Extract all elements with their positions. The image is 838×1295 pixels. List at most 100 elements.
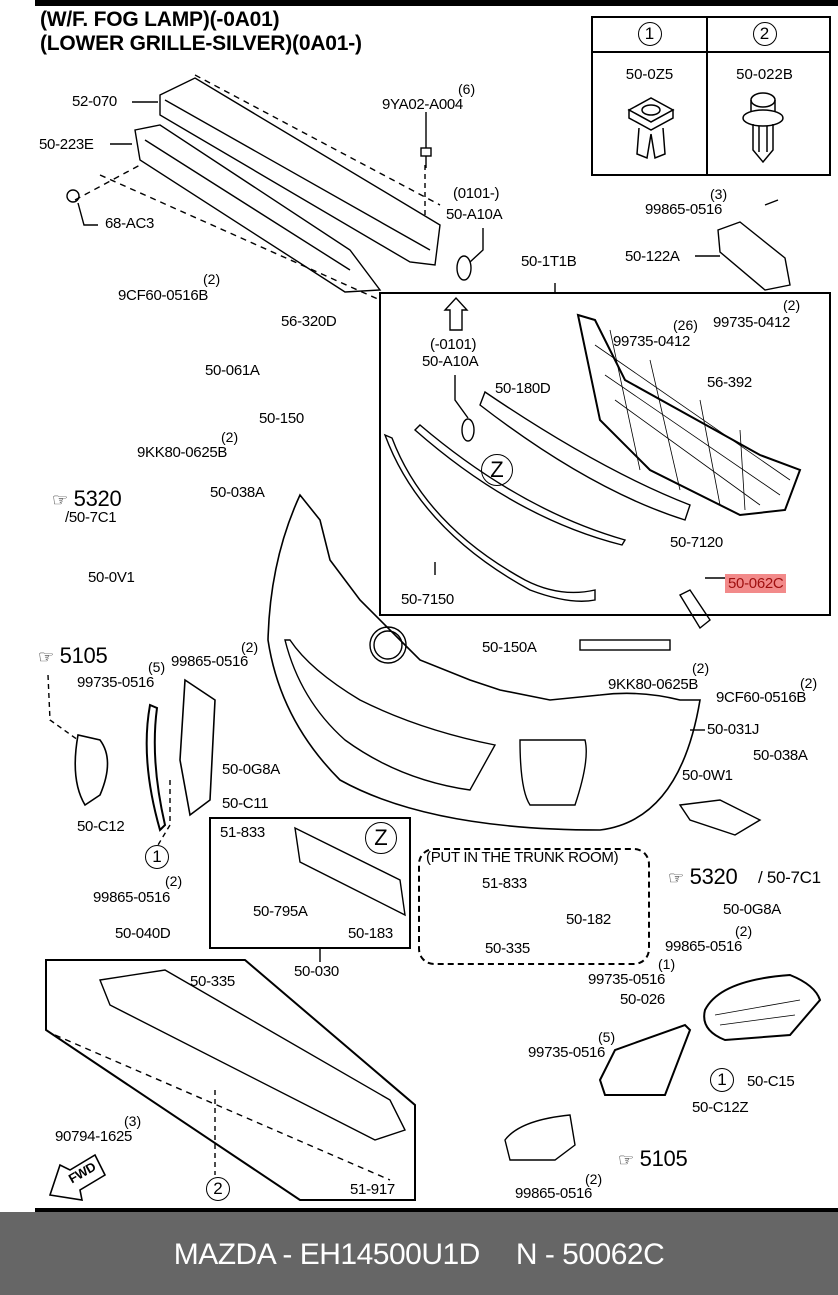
callout-99735-0516-r1[interactable]: 99735-0516 bbox=[588, 971, 666, 988]
qty-99735-0412-a: (26) bbox=[673, 317, 698, 333]
ref-5320-right[interactable]: ☞ 5320 bbox=[668, 864, 738, 889]
legend-number-2: 2 bbox=[752, 22, 777, 46]
clip-marker-1-left[interactable]: 1 bbox=[145, 845, 169, 869]
callout-50-0g8a-right[interactable]: 50-0G8A bbox=[723, 901, 781, 918]
callout-50-062c-highlighted[interactable]: 50-062C bbox=[725, 574, 787, 593]
callout-99865-0516-bottom[interactable]: 99865-0516 bbox=[515, 1185, 593, 1202]
callout-50-7120[interactable]: 50-7120 bbox=[670, 534, 723, 551]
callout-90794-1625[interactable]: 90794-1625 bbox=[55, 1128, 133, 1145]
ref-5105-right[interactable]: ☞ 5105 bbox=[618, 1148, 688, 1171]
callout-50-795a[interactable]: 50-795A bbox=[253, 903, 308, 920]
qty-99865-bottom: (2) bbox=[585, 1171, 603, 1187]
callout-50-a10a-inner[interactable]: 50-A10A bbox=[422, 353, 479, 370]
callout-51-917[interactable]: 51-917 bbox=[350, 1181, 395, 1198]
callout-50-030[interactable]: 50-030 bbox=[294, 963, 339, 980]
footer-part-number: N - 50062C bbox=[515, 1238, 665, 1271]
ref-5320-left-text: 5320 bbox=[73, 486, 122, 511]
detail-marker-z-grille[interactable]: Z bbox=[481, 454, 513, 486]
callout-99735-0412-a[interactable]: 99735-0412 bbox=[613, 333, 691, 350]
callout-50-150a[interactable]: 50-150A bbox=[482, 639, 537, 656]
qty-99865-right: (2) bbox=[735, 923, 753, 939]
callout-99735-0516-r5[interactable]: 99735-0516 bbox=[528, 1044, 606, 1061]
callout-9ya02-a004[interactable]: 9YA02-A004 bbox=[382, 96, 463, 113]
trunk-room-note: (PUT IN THE TRUNK ROOM) bbox=[426, 849, 619, 866]
qty-9kk80-left: (2) bbox=[221, 429, 239, 445]
callout-50-c15[interactable]: 50-C15 bbox=[747, 1073, 795, 1090]
callout-50-180d[interactable]: 50-180D bbox=[495, 380, 551, 397]
ref-5320-right-text: 5320 bbox=[689, 864, 738, 889]
callout-99735-0412-b[interactable]: 99735-0412 bbox=[713, 314, 791, 331]
qty-90794: (3) bbox=[124, 1113, 142, 1129]
callout-50-7150[interactable]: 50-7150 bbox=[401, 591, 454, 608]
detail-marker-z-plate[interactable]: Z bbox=[365, 822, 397, 854]
callout-99865-0516-lowleft[interactable]: 99865-0516 bbox=[93, 889, 171, 906]
qty-99865-top: (3) bbox=[710, 186, 728, 202]
footer-brand-code: MAZDA - EH14500U1D bbox=[173, 1238, 481, 1271]
qty-99735-0412-b: (2) bbox=[783, 297, 801, 313]
parts-diagram: (W/F. FOG LAMP)(-0A01) (LOWER GRILLE-SIL… bbox=[35, 0, 838, 1212]
legend-number-1: 1 bbox=[637, 22, 662, 46]
qty-9cf60-left: (2) bbox=[203, 271, 221, 287]
callout-50-040d[interactable]: 50-040D bbox=[115, 925, 171, 942]
ref-50-7c1-right[interactable]: / 50-7C1 bbox=[758, 868, 821, 887]
line-art bbox=[35, 74, 838, 1212]
callout-50-122a[interactable]: 50-122A bbox=[625, 248, 680, 265]
callout-50-150[interactable]: 50-150 bbox=[259, 410, 304, 427]
callout-50-031j[interactable]: 50-031J bbox=[707, 721, 760, 738]
pointing-hand-icon: ☞ bbox=[38, 647, 54, 667]
callout-50-223e[interactable]: 50-223E bbox=[39, 136, 94, 153]
callout-50-0w1[interactable]: 50-0W1 bbox=[682, 767, 733, 784]
footer-caption-bar: MAZDA - EH14500U1D N - 50062C bbox=[0, 1212, 838, 1295]
callout-68-ac3[interactable]: 68-AC3 bbox=[105, 215, 155, 232]
legend-part-1: 50-0Z5 bbox=[625, 66, 674, 83]
callout-50-c12[interactable]: 50-C12 bbox=[77, 818, 125, 835]
pointing-hand-icon: ☞ bbox=[52, 490, 68, 510]
trunk-room-panel bbox=[418, 848, 650, 965]
qty-9kk80-right: (2) bbox=[692, 660, 710, 676]
clip-marker-2-bottom[interactable]: 2 bbox=[206, 1177, 230, 1201]
callout-50-1t1b[interactable]: 50-1T1B bbox=[521, 253, 577, 270]
callout-50-183[interactable]: 50-183 bbox=[348, 925, 393, 942]
ref-5320-left[interactable]: ☞ 5320 bbox=[52, 486, 122, 511]
callout-51-833-trunk[interactable]: 51-833 bbox=[482, 875, 527, 892]
header-line-1: (W/F. FOG LAMP)(-0A01) bbox=[40, 8, 280, 31]
callout-99865-0516-mid[interactable]: 99865-0516 bbox=[171, 653, 249, 670]
square-clip-icon bbox=[627, 97, 675, 160]
callout-50-182[interactable]: 50-182 bbox=[566, 911, 611, 928]
callout-9cf60-0516b-right[interactable]: 9CF60-0516B bbox=[716, 689, 807, 706]
pointing-hand-icon: ☞ bbox=[668, 868, 684, 888]
ref-50-7c1-left[interactable]: /50-7C1 bbox=[65, 509, 117, 526]
callout-50-0v1[interactable]: 50-0V1 bbox=[88, 569, 135, 586]
qty-99865-mid: (2) bbox=[241, 639, 259, 655]
header-line-2: (LOWER GRILLE-SILVER)(0A01-) bbox=[40, 32, 362, 55]
callout-50-026[interactable]: 50-026 bbox=[620, 991, 665, 1008]
callout-50-0g8a-left[interactable]: 50-0G8A bbox=[222, 761, 280, 778]
callout-50-335-trunk[interactable]: 50-335 bbox=[485, 940, 530, 957]
pointing-hand-icon: ☞ bbox=[618, 1150, 634, 1170]
callout-9cf60-0516b-left[interactable]: 9CF60-0516B bbox=[118, 287, 209, 304]
legend-part-2: 50-022B bbox=[736, 66, 793, 83]
callout-50-335-cover[interactable]: 50-335 bbox=[190, 973, 235, 990]
qty-99735-0516-r1: (1) bbox=[658, 956, 676, 972]
push-pin-clip-icon bbox=[742, 92, 784, 164]
callout-99735-0516-left[interactable]: 99735-0516 bbox=[77, 674, 155, 691]
callout-50-c12z[interactable]: 50-C12Z bbox=[692, 1099, 749, 1116]
callout-51-833-plate[interactable]: 51-833 bbox=[220, 824, 265, 841]
qty-9cf60-right: (2) bbox=[800, 675, 818, 691]
clip-marker-1-right[interactable]: 1 bbox=[710, 1068, 734, 1092]
clip-legend-table: 1 2 50-0Z5 50-022B bbox=[591, 16, 831, 176]
callout-56-392[interactable]: 56-392 bbox=[707, 374, 752, 391]
callout-50-a10a-top[interactable]: 50-A10A bbox=[446, 206, 503, 223]
ref-5105-left[interactable]: ☞ 5105 bbox=[38, 645, 108, 668]
callout-50-038a-left[interactable]: 50-038A bbox=[210, 484, 265, 501]
qty-9ya02: (6) bbox=[458, 81, 476, 97]
callout-99865-0516-top[interactable]: 99865-0516 bbox=[645, 201, 723, 218]
callout-50-061a[interactable]: 50-061A bbox=[205, 362, 260, 379]
callout-52-070[interactable]: 52-070 bbox=[72, 93, 117, 110]
callout-50-038a-right[interactable]: 50-038A bbox=[753, 747, 808, 764]
callout-56-320d[interactable]: 56-320D bbox=[281, 313, 337, 330]
callout-9kk80-0625b-right[interactable]: 9KK80-0625B bbox=[608, 676, 699, 693]
callout-99865-0516-right[interactable]: 99865-0516 bbox=[665, 938, 743, 955]
callout-50-c11[interactable]: 50-C11 bbox=[222, 795, 269, 812]
callout-9kk80-0625b-left[interactable]: 9KK80-0625B bbox=[137, 444, 228, 461]
